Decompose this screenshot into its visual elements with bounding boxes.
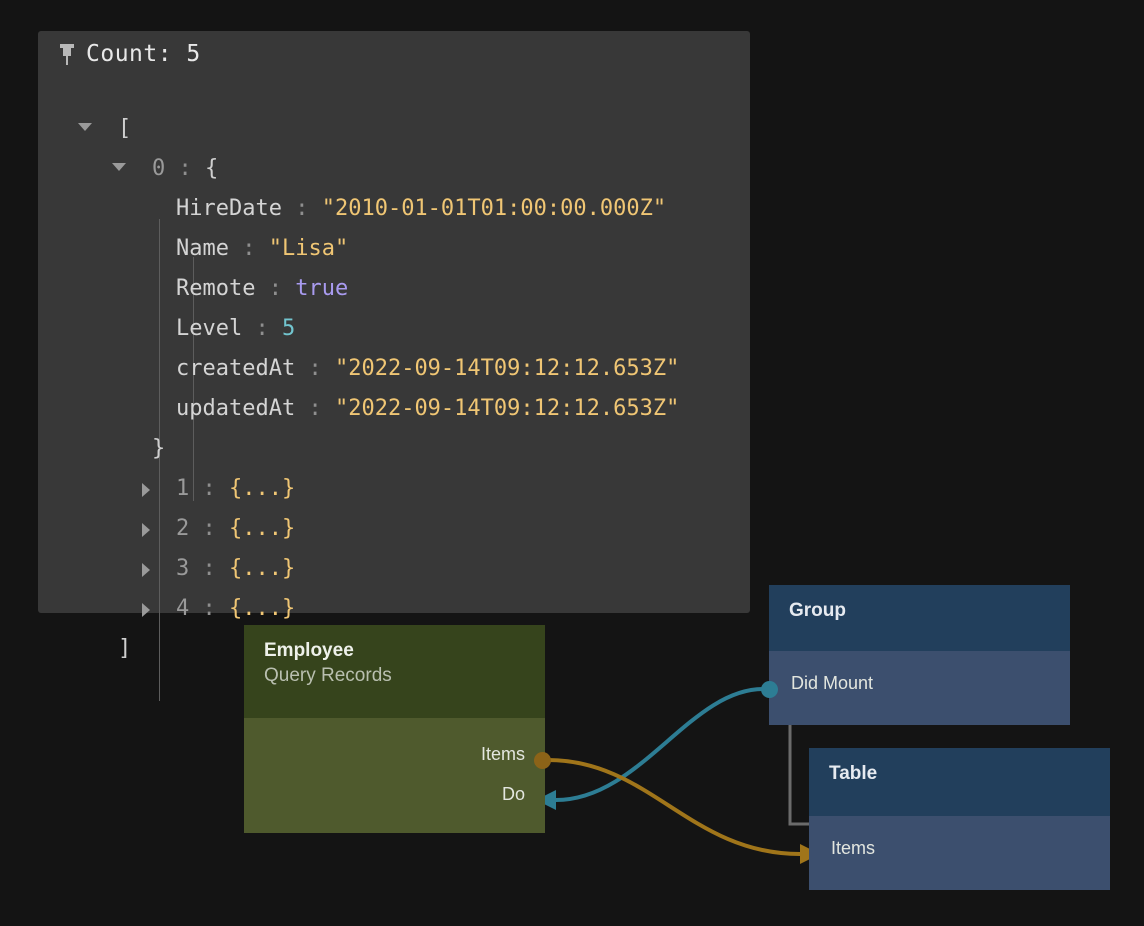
json-index: 1 (176, 476, 190, 501)
json-value: "Lisa" (268, 236, 349, 261)
json-colon: : (189, 596, 229, 621)
json-value: "2022-09-14T09:12:12.653Z" (334, 396, 680, 421)
json-colon: : (165, 156, 205, 181)
group-table-bracket (788, 725, 809, 826)
json-colon: : (255, 276, 296, 301)
json-inspector-panel: Count: 5 [ 0 : { HireDate : "2010-01-0 (38, 31, 750, 701)
json-row-object-4[interactable]: 4 : {...} (142, 589, 296, 629)
json-colon: : (242, 316, 282, 341)
chevron-down-icon[interactable] (112, 163, 126, 171)
json-panel-header: Count: 5 (58, 41, 201, 67)
json-value: "2022-09-14T09:12:12.653Z" (334, 356, 680, 381)
json-colon: : (189, 476, 229, 501)
node-employee[interactable]: Employee Query Records Items Do (244, 625, 545, 833)
json-collapsed-object: {...} (229, 516, 296, 541)
json-row-HireDate: HireDate : "2010-01-01T01:00:00.000Z" (176, 189, 666, 229)
node-employee-header: Employee Query Records (244, 625, 545, 718)
json-collapsed-object: {...} (229, 556, 296, 581)
json-brace: { (205, 156, 219, 181)
json-collapsed-object: {...} (229, 596, 296, 621)
json-index: 2 (176, 516, 190, 541)
pin-icon[interactable] (58, 41, 76, 67)
chevron-down-icon[interactable] (78, 123, 92, 131)
chevron-right-icon[interactable] (142, 563, 150, 577)
port-dot-group-did-mount[interactable] (761, 681, 778, 698)
json-row-object-close: } (152, 429, 165, 469)
json-value: 5 (281, 316, 296, 341)
node-table[interactable]: Table Items (809, 748, 1110, 890)
chevron-right-icon[interactable] (142, 603, 150, 617)
port-employee-items[interactable]: Items (480, 744, 525, 764)
json-colon: : (189, 556, 229, 581)
json-row-array-open[interactable]: [ (78, 109, 132, 149)
json-collapsed-object: {...} (229, 476, 296, 501)
port-table-items[interactable]: Items (831, 838, 876, 858)
node-group-body: Did Mount (769, 651, 1070, 725)
json-colon: : (228, 236, 269, 261)
port-employee-do[interactable]: Do (501, 784, 525, 804)
json-row-createdAt: createdAt : "2022-09-14T09:12:12.653Z" (176, 349, 679, 389)
edge-items-to-items[interactable] (547, 758, 801, 856)
node-group-title: Group (789, 600, 846, 621)
node-employee-body: Items Do (244, 718, 545, 833)
json-key: HireDate (176, 196, 282, 221)
node-employee-subtitle: Query Records (264, 665, 392, 686)
tree-guide-line (193, 257, 194, 501)
node-table-body: Items (809, 816, 1110, 890)
json-tree: [ 0 : { HireDate : "2010-01-01T01:00:00.… (58, 109, 679, 926)
node-table-header: Table (809, 748, 1110, 816)
json-brace: } (152, 436, 166, 461)
json-bracket: [ (118, 116, 132, 141)
json-key: Remote (176, 276, 256, 301)
tree-guide-line (159, 219, 160, 701)
port-dot-employee-items[interactable] (534, 752, 551, 769)
port-group-did-mount[interactable]: Did Mount (791, 673, 874, 693)
json-bracket: ] (118, 636, 132, 661)
json-key: Name (176, 236, 229, 261)
json-index: 4 (176, 596, 190, 621)
json-colon: : (295, 396, 335, 421)
json-value: true (295, 276, 349, 301)
json-row-Name: Name : "Lisa" (176, 229, 348, 269)
json-index: 3 (176, 556, 190, 581)
count-label: Count: 5 (86, 41, 201, 67)
json-row-updatedAt: updatedAt : "2022-09-14T09:12:12.653Z" (176, 389, 679, 429)
json-index: 0 (152, 156, 166, 181)
node-employee-title: Employee (264, 640, 354, 661)
chevron-right-icon[interactable] (142, 523, 150, 537)
json-row-array-close: ] (118, 629, 131, 669)
node-group-header: Group (769, 585, 1070, 651)
json-row-object-1[interactable]: 1 : {...} (142, 469, 296, 509)
chevron-right-icon[interactable] (142, 483, 150, 497)
json-key: createdAt (176, 356, 296, 381)
json-row-object-3[interactable]: 3 : {...} (142, 549, 296, 589)
json-row-Remote: Remote : true (176, 269, 348, 309)
json-colon: : (295, 356, 335, 381)
edge-did-mount-to-do[interactable] (555, 687, 764, 802)
json-colon: : (189, 516, 229, 541)
json-key: updatedAt (176, 396, 296, 421)
json-row-Level: Level : 5 (176, 309, 295, 349)
node-table-title: Table (829, 763, 878, 784)
json-colon: : (281, 196, 322, 221)
json-key: Level (176, 316, 243, 341)
json-row-object-2[interactable]: 2 : {...} (142, 509, 296, 549)
json-value: "2010-01-01T01:00:00.000Z" (321, 196, 667, 221)
node-group[interactable]: Group Did Mount (769, 585, 1070, 725)
json-row-object-0[interactable]: 0 : { (112, 149, 219, 189)
